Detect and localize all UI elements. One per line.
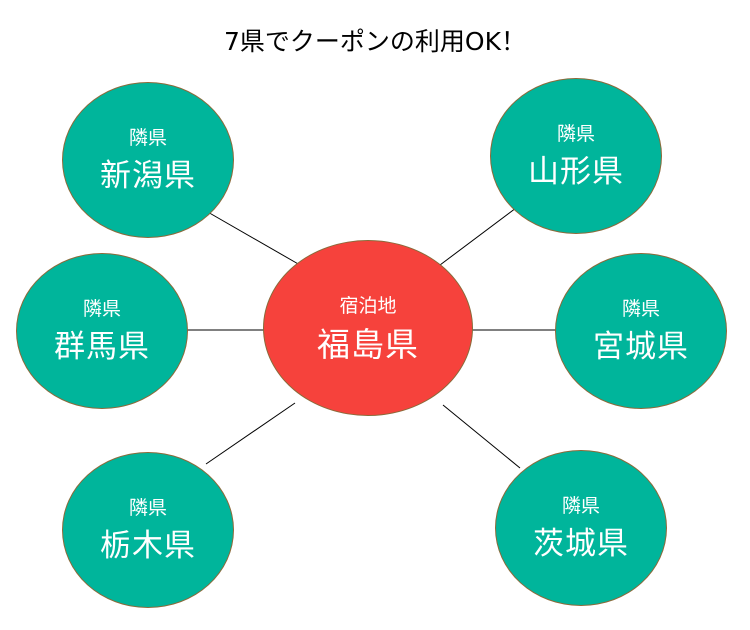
connector-niigata bbox=[205, 210, 301, 266]
node-ibaraki-name: 茨城県 bbox=[533, 526, 629, 562]
node-miyagi: 隣県 宮城県 bbox=[555, 253, 727, 409]
node-center-name: 福島県 bbox=[317, 324, 419, 364]
node-niigata: 隣県 新潟県 bbox=[62, 82, 234, 238]
node-ibaraki-sub: 隣県 bbox=[561, 495, 600, 517]
node-tochigi: 隣県 栃木県 bbox=[62, 452, 234, 608]
node-gunma-sub: 隣県 bbox=[82, 298, 121, 320]
node-fukushima-center: 宿泊地 福島県 bbox=[263, 240, 473, 416]
node-yamagata-name: 山形県 bbox=[528, 154, 624, 190]
node-yamagata: 隣県 山形県 bbox=[490, 78, 662, 234]
connector-yamagata bbox=[439, 204, 521, 266]
node-ibaraki: 隣県 茨城県 bbox=[495, 450, 667, 606]
node-yamagata-sub: 隣県 bbox=[556, 123, 595, 145]
connector-tochigi bbox=[205, 402, 296, 465]
diagram-title: 7県でクーポンの利用OK！ bbox=[224, 27, 526, 56]
node-miyagi-sub: 隣県 bbox=[621, 298, 660, 320]
node-miyagi-name: 宮城県 bbox=[593, 329, 689, 365]
node-tochigi-sub: 隣県 bbox=[128, 497, 167, 519]
connector-ibaraki bbox=[442, 404, 521, 469]
node-tochigi-name: 栃木県 bbox=[100, 528, 196, 564]
node-niigata-name: 新潟県 bbox=[100, 158, 196, 194]
node-gunma: 隣県 群馬県 bbox=[16, 253, 188, 409]
node-niigata-sub: 隣県 bbox=[128, 127, 167, 149]
node-gunma-name: 群馬県 bbox=[54, 329, 150, 365]
node-center-sub: 宿泊地 bbox=[339, 294, 397, 317]
